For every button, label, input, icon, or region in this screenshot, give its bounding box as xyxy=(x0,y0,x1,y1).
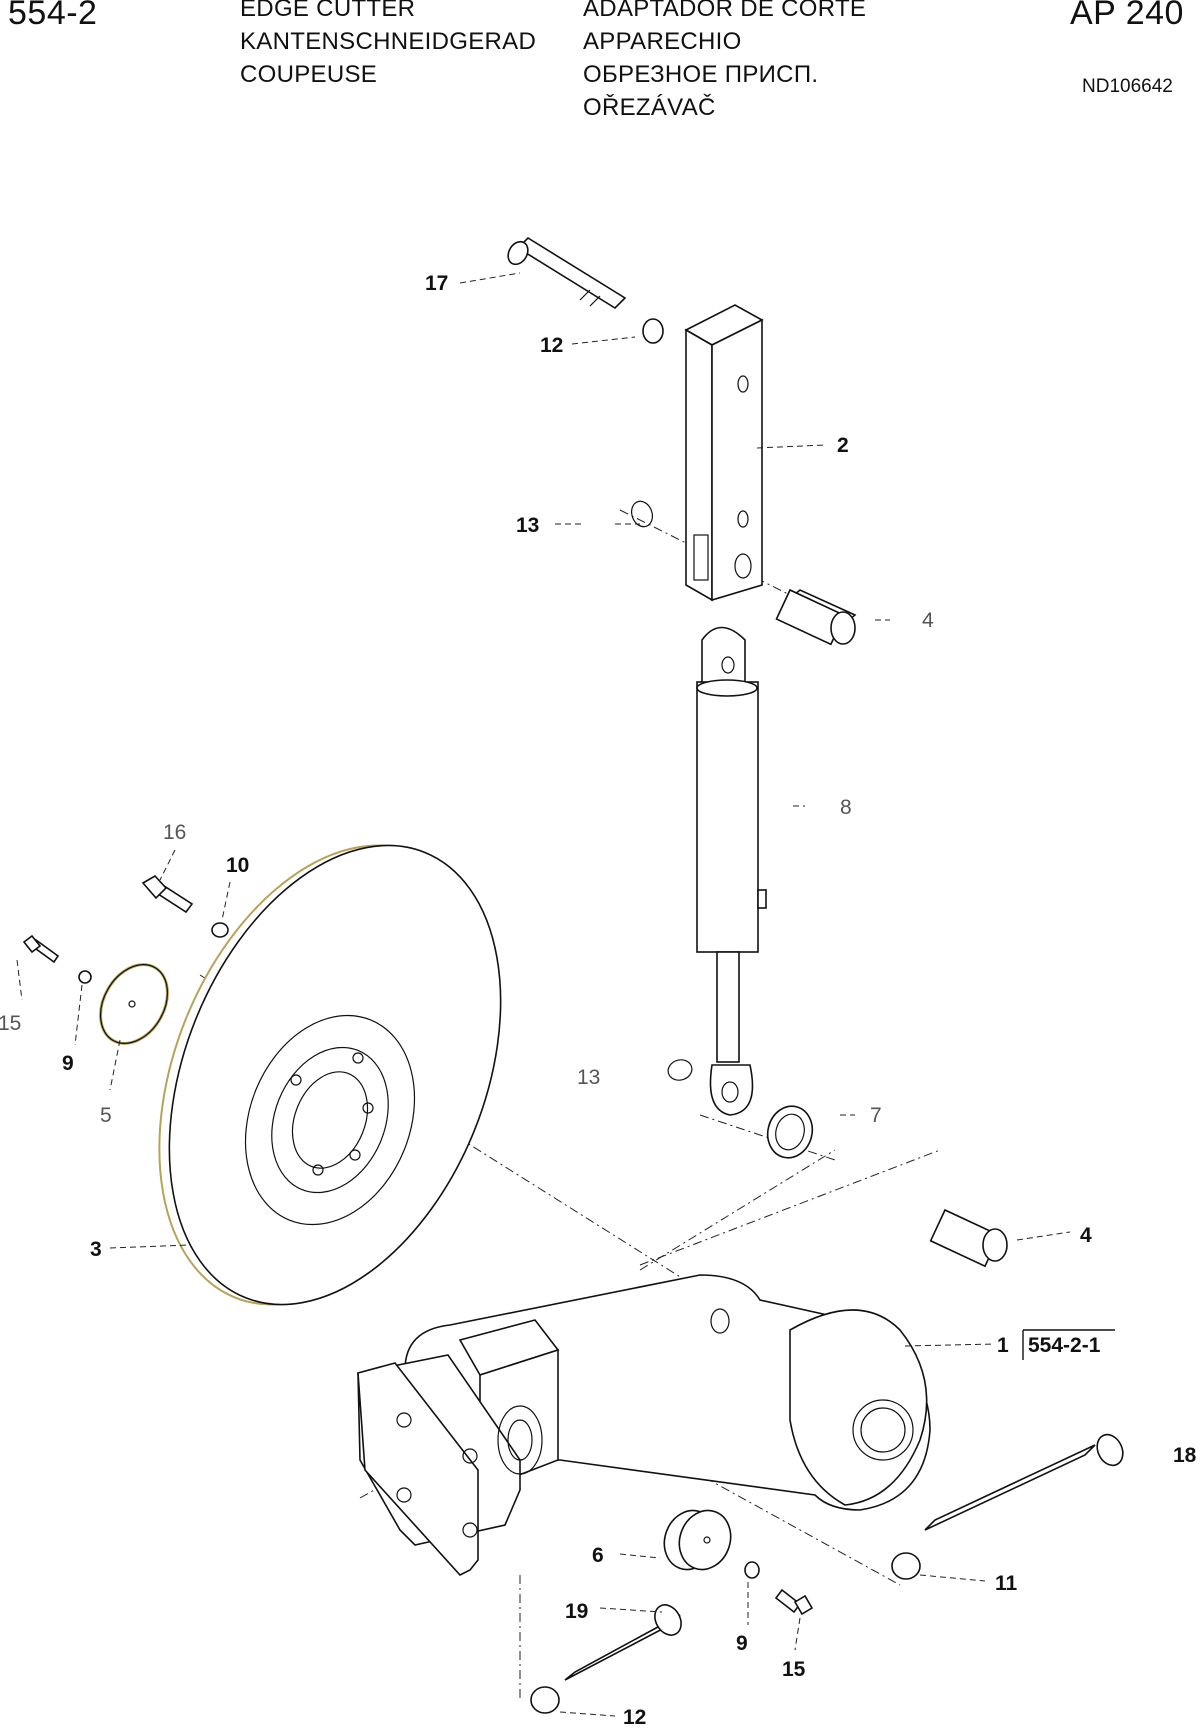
callout-12-bottom: 12 xyxy=(623,1706,646,1728)
callout-13-bottom: 13 xyxy=(577,1066,600,1089)
document-number: ND106642 xyxy=(1082,76,1173,97)
callout-4-lower: 4 xyxy=(1080,1224,1092,1247)
subassembly-ref-554-2-1: 554-2-1 xyxy=(1028,1334,1101,1357)
part-4-pin-top xyxy=(775,588,857,646)
title-it: APPARECHIO xyxy=(583,28,742,55)
title-fr: COUPEUSE xyxy=(240,61,378,88)
part-17-bolt xyxy=(507,236,627,310)
part-11-washer xyxy=(891,1552,921,1580)
callout-15-bottom: 15 xyxy=(782,1658,806,1681)
callout-17: 17 xyxy=(425,272,448,295)
part-13-circlip-bottom xyxy=(667,1059,693,1081)
part-5-cover xyxy=(99,963,169,1045)
part-12-washer-top xyxy=(642,318,664,344)
callout-1: 1 xyxy=(997,1334,1009,1357)
title-cz: OŘEZÁVAČ xyxy=(583,94,716,121)
part-2-bracket xyxy=(684,304,764,602)
part-8-gas-spring xyxy=(696,626,767,1116)
callout-9-left: 9 xyxy=(62,1052,74,1075)
part-6-cap xyxy=(663,1509,732,1571)
title-es: ADAPTADOR DE CORTE xyxy=(583,0,867,22)
part-15-bolt-bottom xyxy=(774,1588,814,1616)
title-column-left: EDGE CUTTER KANTENSCHNEIDGERAD COUPEUSE xyxy=(240,0,536,91)
page-code: 554-2 xyxy=(8,0,98,32)
callout-6: 6 xyxy=(592,1544,604,1567)
callout-19: 19 xyxy=(565,1600,588,1623)
part-16-bolt xyxy=(141,874,194,914)
callout-5: 5 xyxy=(100,1104,112,1127)
part-1-arm-assembly xyxy=(357,1274,931,1576)
title-en: EDGE CUTTER xyxy=(240,0,416,22)
part-10-washer xyxy=(211,922,229,938)
callout-16: 16 xyxy=(163,821,186,844)
part-13-circlip-top xyxy=(631,500,653,528)
part-15-bolt-left xyxy=(22,934,60,964)
title-column-right: ADAPTADOR DE CORTE APPARECHIO ОБРЕЗНОЕ П… xyxy=(583,0,866,124)
callout-11: 11 xyxy=(995,1572,1018,1595)
part-7-ring xyxy=(766,1105,814,1159)
callout-2: 2 xyxy=(837,434,849,457)
part-3-cutting-disc xyxy=(158,844,502,1306)
part-12-washer-bottom xyxy=(530,1686,560,1714)
part-9-washer-left xyxy=(78,970,92,984)
leader-lines xyxy=(16,272,1071,1717)
callout-18: 18 xyxy=(1173,1444,1197,1467)
callout-8: 8 xyxy=(840,796,852,819)
callouts: 17 12 2 13 4 8 16 10 15 9 5 13 7 3 4 1 5… xyxy=(0,272,1197,1728)
callout-4-top: 4 xyxy=(922,609,934,632)
callout-10: 10 xyxy=(226,854,249,877)
part-9-washer-bottom xyxy=(744,1561,760,1579)
callout-3: 3 xyxy=(90,1238,102,1261)
callout-12-top: 12 xyxy=(540,334,563,357)
part-4-pin-lower xyxy=(929,1208,1008,1268)
part-18-long-bolt xyxy=(924,1433,1124,1531)
title-ru: ОБРЕЗНОЕ ПРИСП. xyxy=(583,61,819,88)
model-code: AP 240 xyxy=(1070,0,1184,32)
callout-9-bottom: 9 xyxy=(736,1632,748,1655)
callout-13-top: 13 xyxy=(516,514,539,537)
title-de: KANTENSCHNEIDGERAD xyxy=(240,28,537,55)
callout-15-left: 15 xyxy=(0,1012,21,1035)
callout-7: 7 xyxy=(870,1104,882,1127)
